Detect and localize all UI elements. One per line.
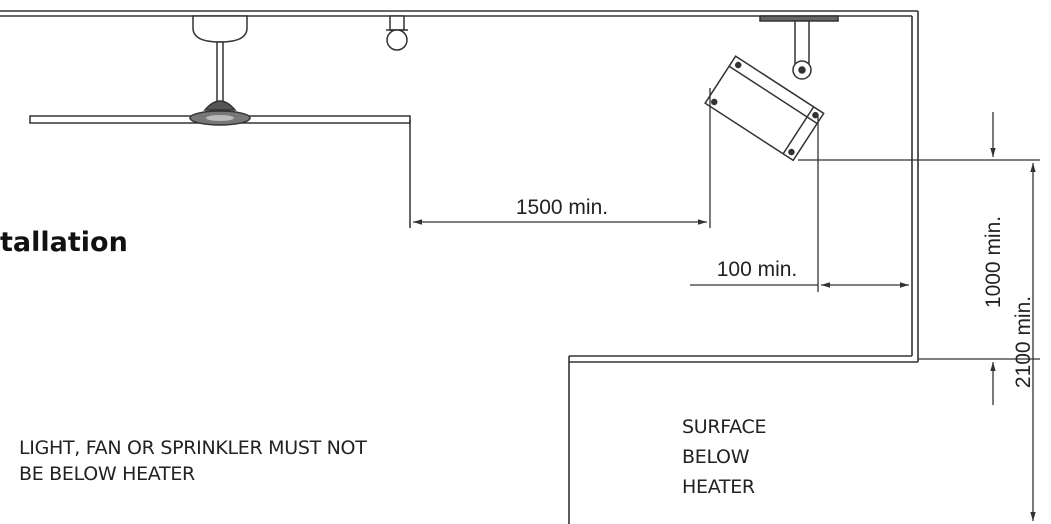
warning-note-line: BE BELOW HEATER (19, 462, 195, 485)
wall-clearance-dimension (690, 115, 909, 292)
light-bulb-icon (386, 15, 408, 51)
ceiling-and-wall (0, 10, 919, 362)
fan-clearance-dimension (413, 88, 711, 228)
surface-note-line: SURFACE (682, 416, 767, 438)
heater-unit-icon (704, 15, 839, 162)
surface-clearance-label: 1000 min. (982, 216, 1005, 308)
surface-note-line: HEATER (682, 476, 755, 498)
surface-note: SURFACE BELOW HEATER (682, 412, 767, 502)
warning-note: LIGHT, FAN OR SPRINKLER MUST NOT BE BELO… (19, 436, 367, 487)
ceiling-fan-icon (29, 15, 411, 228)
surface-clearance-dimension (798, 112, 1040, 405)
floor-clearance-label: 2100 min. (1012, 296, 1035, 388)
surface-below-heater (568, 355, 918, 524)
surface-note-line: BELOW (682, 446, 750, 468)
warning-note-line: LIGHT, FAN OR SPRINKLER MUST NOT (19, 437, 367, 459)
wall-clearance-label: 100 min. (717, 258, 798, 281)
fan-clearance-label: 1500 min. (516, 196, 608, 219)
page-title: tallation (0, 227, 128, 258)
